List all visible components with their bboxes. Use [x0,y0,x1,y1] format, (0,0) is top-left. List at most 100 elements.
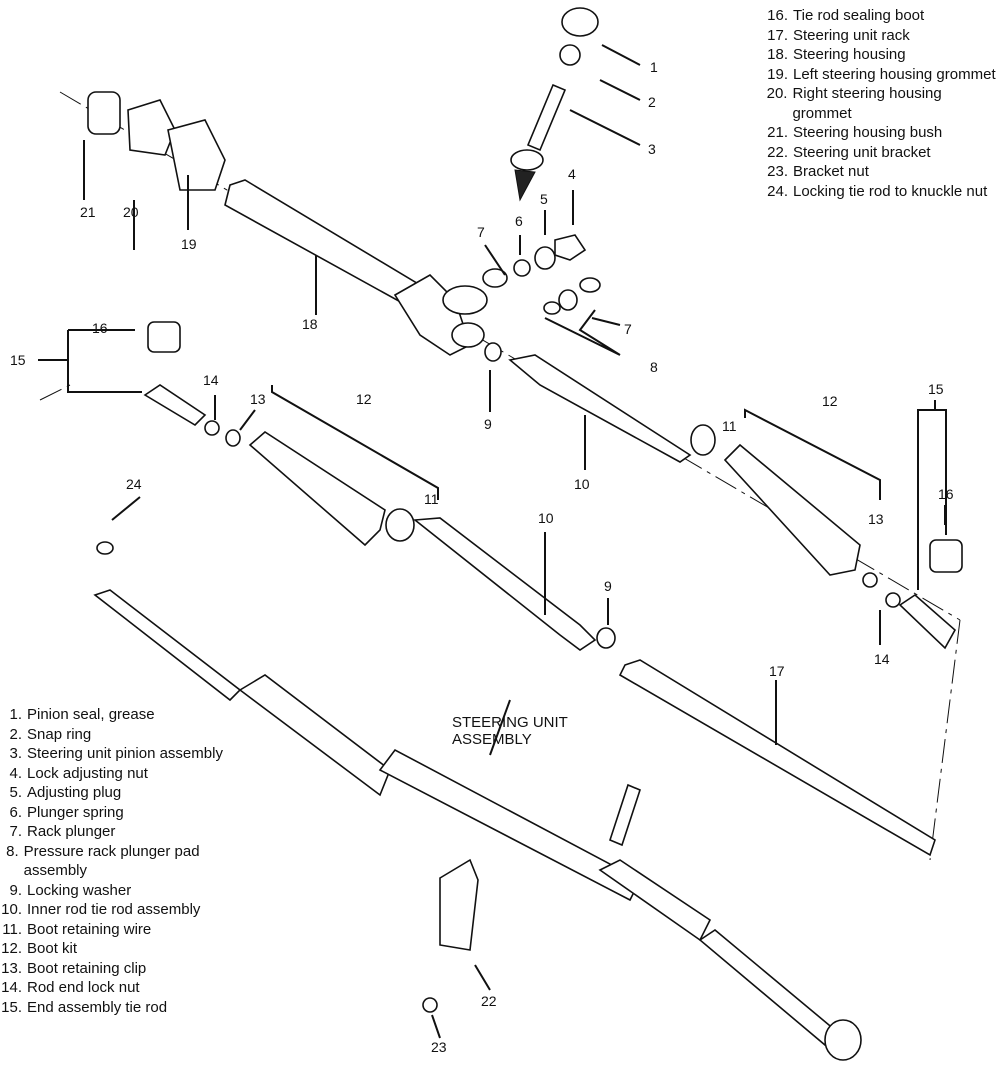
legend-item: 18.Steering housing [766,45,1000,65]
legend-number: 3. [9,745,22,762]
legend-text: End assembly tie rod [27,998,168,1016]
legend-number: 15. [1,998,22,1016]
callout-number: 10 [538,510,554,526]
callout-number: 23 [431,1039,447,1055]
legend-text: Lock adjusting nut [27,764,148,782]
callout-number: 11 [722,418,737,434]
legend-item: 5. Adjusting plug [0,783,230,803]
legend-text: Boot kit [27,940,78,957]
legend-item: 13. Boot retaining clip [0,959,230,979]
steering-housing [224,179,488,356]
callout-number: 12 [356,391,372,407]
legend-text: Inner rod tie rod assembly [27,901,201,918]
adjuster-parts [482,234,601,315]
legend-number: 21. [767,124,788,141]
callout-number: 16 [938,486,954,502]
callout-number: 17 [769,663,785,679]
callout-number: 16 [92,320,108,336]
legend-text: Steering unit rack [793,26,910,44]
legend-number: 9. [9,881,22,899]
legend-number: 16. [767,7,788,24]
legend-number: 23. [767,163,788,180]
legend-text: Right steering housing grommet [792,85,942,122]
callout-number: 12 [822,393,838,409]
legend-text: Steering unit pinion assembly [27,745,223,762]
callout-number: 2 [648,94,656,110]
legend-item: 14. Rod end lock nut [0,978,230,998]
callout-number: 21 [80,204,96,220]
legend-item: 12. Boot kit [0,939,230,959]
pinion-assembly [510,7,599,202]
legend-number: 22. [767,143,788,161]
callout-number: 14 [874,651,890,667]
legend-text: Plunger spring [27,803,124,821]
callout-number: 5 [540,191,548,207]
steering-unit-assembly [238,674,862,1061]
legend-number: 11. [2,920,22,938]
legend-number: 12. [1,940,22,957]
legend-text: Rack plunger [27,823,116,840]
callout-number: 4 [568,166,576,182]
legend-item: 17. Steering unit rack [766,26,1000,46]
legend-number: 20. [766,85,788,102]
callout-number: 7 [624,321,632,337]
legend-number: 17. [767,26,788,44]
legend-item: 16. Tie rod sealing boot [766,6,1000,26]
grommets [87,91,226,191]
callout-number: 7 [477,224,485,240]
legend-item: 3. Steering unit pinion assembly [0,744,230,764]
legend-text: Tie rod sealing boot [793,7,925,24]
legend-text: Rod end lock nut [27,979,140,996]
legend-text: Snap ring [27,725,92,743]
legend-number: 24. [767,182,788,200]
legend-number: 13. [1,959,22,977]
legend-text: Left steering housing grommet [793,65,996,83]
callout-number: 19 [181,236,197,252]
legend-item: 6. Plunger spring [0,803,230,823]
legend-text: Locking tie rod to knuckle nut [793,182,988,200]
legend-number: 7. [9,823,22,840]
legend-item: 9. Locking washer [0,881,230,901]
legend-item: 4.Lock adjusting nut [0,764,230,784]
callout-number: 8 [650,359,658,375]
callout-number: 13 [868,511,884,527]
callout-number: 9 [604,578,612,594]
legend-right: 16. Tie rod sealing boot 17. Steering unit … [766,6,1000,201]
callout-number: 20 [123,204,139,220]
legend-item: 20.Right steering housing grommet [766,84,1000,123]
legend-text: Adjusting plug [27,784,122,801]
callout-number: 18 [302,316,318,332]
callout-number: 22 [481,993,497,1009]
legend-number: 6. [9,803,22,821]
callout-number: 15 [10,352,26,368]
legend-item: 1.Pinion seal, grease [0,705,230,725]
boots [248,424,861,576]
legend-item: 10.Inner rod tie rod assembly [0,900,230,920]
legend-text: Pressure rack plunger pad assembly [23,842,200,880]
legend-text: Locking washer [27,881,132,899]
callout-number: 6 [515,213,523,229]
callout-number: 3 [648,141,656,157]
legend-item: 2. Snap ring [0,725,230,745]
legend-item: 21. Steering housing bush [766,123,1000,143]
legend-item: 23. Bracket nut [766,162,1000,182]
legend-number: 2. [9,725,22,743]
callout-number: 11 [424,491,439,507]
legend-item: 7. Rack plunger [0,822,230,842]
legend-item: 24. Locking tie rod to knuckle nut [766,182,1000,202]
callout-number: 9 [484,416,492,432]
legend-text: Steering housing bush [793,124,943,141]
callout-number: 14 [203,372,219,388]
legend-item: 22. Steering unit bracket [766,143,1000,163]
legend-text: Steering housing [793,46,906,63]
legend-text: Bracket nut [793,163,869,180]
legend-number: 5. [9,784,22,801]
legend-text: Steering unit bracket [793,143,931,161]
legend-number: 14. [1,979,22,996]
callout-number: 24 [126,476,142,492]
legend-text: Boot retaining clip [27,959,147,977]
callout-number: 13 [250,391,266,407]
